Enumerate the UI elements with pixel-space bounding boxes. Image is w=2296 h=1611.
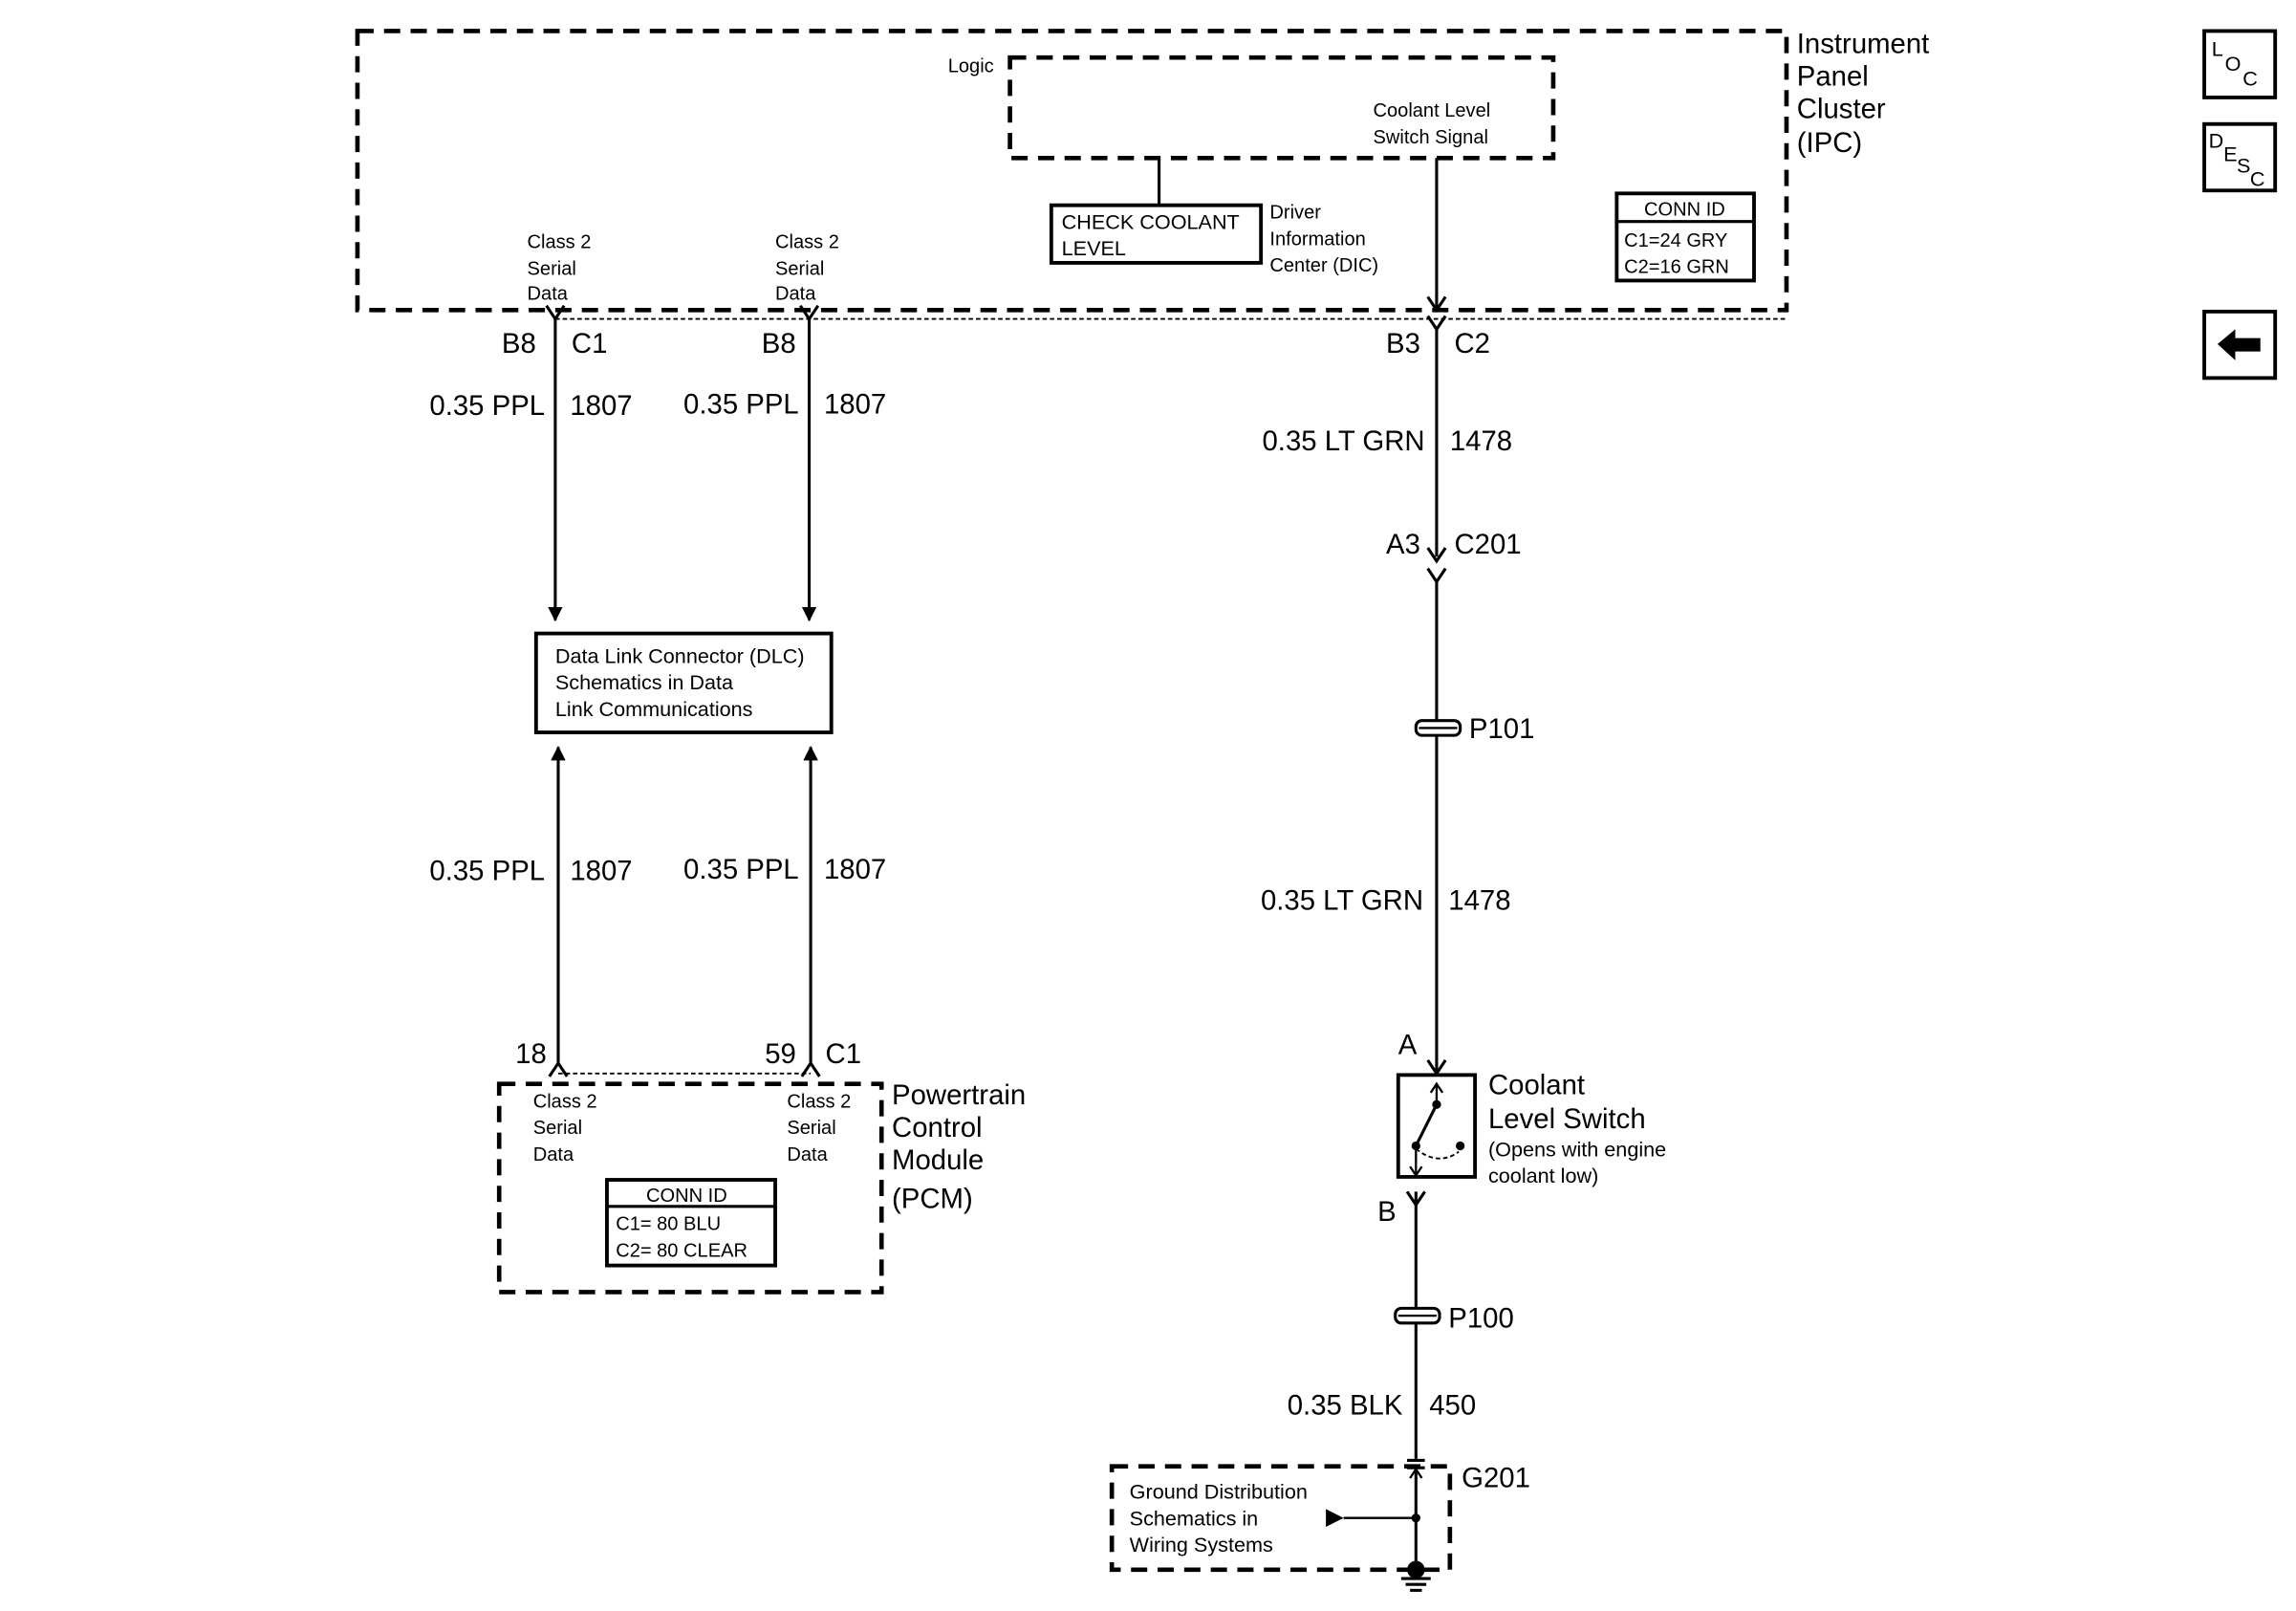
- c201-label: C201: [1454, 529, 1521, 560]
- switch-pin-a: A: [1398, 1030, 1418, 1061]
- svg-text:CONN ID: CONN ID: [1644, 199, 1725, 220]
- svg-text:L: L: [2212, 37, 2223, 61]
- splice-p100: [1394, 1306, 1441, 1325]
- svg-text:C2= 80 CLEAR: C2= 80 CLEAR: [616, 1240, 747, 1261]
- back-button[interactable]: [2202, 309, 2278, 381]
- svg-text:S: S: [2237, 154, 2250, 178]
- svg-text:D: D: [2209, 128, 2224, 152]
- ipc-pin-b8-b: B8: [762, 328, 796, 359]
- ground-g201-label: G201: [1462, 1462, 1530, 1493]
- switch-pin-b: B: [1377, 1196, 1397, 1228]
- wire-3-upper-circuit: 1478: [1450, 425, 1512, 457]
- wire-2-upper-circuit: 1807: [824, 388, 886, 420]
- pcm-module: Powertrain Control Module (PCM) Class 2 …: [496, 1079, 1033, 1295]
- coolant-switch-label: Coolant Level Switch: [1488, 1069, 1646, 1135]
- wire-1-upper-circuit: 1807: [570, 390, 632, 422]
- ipc-label: Instrument Panel Cluster (IPC): [1797, 29, 1938, 159]
- svg-text:Ground Distribution Sche: Ground Distribution Schematics in Wiring…: [1130, 1480, 1313, 1557]
- dic-label: Driver Information Center (DIC): [1269, 203, 1378, 277]
- wire-1-lower-circuit: 1807: [570, 855, 632, 886]
- svg-text:C1=24 GRY: C1=24 GRY: [1624, 230, 1727, 251]
- coolant-switch-note: (Opens with engine coolant low): [1488, 1137, 1672, 1187]
- svg-text:C: C: [2250, 167, 2265, 191]
- wire-1478: [1426, 158, 1447, 1073]
- wire-2-lower-circuit: 1807: [824, 854, 886, 885]
- ipc-serial-data-a-label: Class 2 Serial Data: [528, 231, 596, 304]
- dic-message-text: CHECK COOLANT LEVEL: [1062, 209, 1245, 260]
- wire-3-upper-gauge: 0.35 LT GRN: [1263, 425, 1425, 457]
- back-arrow-icon: [2217, 329, 2261, 360]
- ipc-pin-b3: B3: [1386, 328, 1420, 359]
- svg-text:CONN ID: CONN ID: [646, 1186, 727, 1207]
- ipc-conn-id-box: CONN ID C1=24 GRY C2=16 GRN: [1614, 191, 1756, 283]
- svg-text:E: E: [2223, 142, 2237, 165]
- splice-p101: [1414, 719, 1462, 737]
- wire-1807-right: [798, 304, 821, 1078]
- logic-label: Logic: [948, 56, 994, 77]
- wire-2-upper-gauge: 0.35 PPL: [683, 388, 799, 420]
- dlc-box[interactable]: Data Link Connector (DLC) Schematics in …: [533, 631, 834, 734]
- pcm-label: Powertrain Control Module (PCM): [892, 1079, 1033, 1214]
- wire-1807-left: [545, 304, 569, 1078]
- wire-2-lower-gauge: 0.35 PPL: [683, 854, 799, 885]
- logic-box: [1007, 54, 1556, 161]
- coolant-signal-label: Coolant Level Switch Signal: [1374, 100, 1496, 148]
- wire-450: [1405, 1190, 1426, 1459]
- wire-1-upper-gauge: 0.35 PPL: [429, 390, 545, 422]
- pcm-conn-c1: C1: [826, 1038, 861, 1070]
- svg-text:C: C: [2242, 67, 2258, 91]
- svg-text:C2=16 GRN: C2=16 GRN: [1624, 257, 1729, 278]
- coolant-level-switch: [1396, 1073, 1478, 1179]
- desc-button[interactable]: D E S C: [2202, 121, 2278, 193]
- ipc-serial-data-b-label: Class 2 Serial Data: [775, 231, 844, 304]
- ipc-pin-b8-a: B8: [502, 328, 536, 359]
- pcm-pin-59: 59: [765, 1038, 796, 1070]
- ipc-conn-c2: C2: [1454, 328, 1490, 359]
- wire-3-lower-gauge: 0.35 LT GRN: [1261, 884, 1423, 916]
- svg-text:Data Link Connector (DLC): Data Link Connector (DLC) Schematics in …: [555, 643, 811, 721]
- c201-pin-a3: A3: [1386, 529, 1420, 560]
- loc-button[interactable]: L O C: [2202, 29, 2278, 99]
- pcm-pin-18: 18: [515, 1038, 547, 1070]
- splice-p100-label: P100: [1448, 1302, 1513, 1334]
- svg-text:C1= 80 BLU: C1= 80 BLU: [616, 1214, 721, 1235]
- ipc-conn-c1: C1: [572, 328, 608, 359]
- wire-4-circuit: 450: [1429, 1390, 1476, 1422]
- wire-3-lower-circuit: 1478: [1448, 884, 1510, 916]
- ipc-module: Instrument Panel Cluster (IPC) Logic Coo…: [355, 29, 1938, 313]
- pcm-serial-data-a-label: Class 2 Serial Data: [533, 1091, 602, 1165]
- wire-4-gauge: 0.35 BLK: [1288, 1390, 1403, 1422]
- pcm-serial-data-b-label: Class 2 Serial Data: [787, 1091, 856, 1165]
- splice-p101-label: P101: [1469, 713, 1535, 745]
- wire-1-lower-gauge: 0.35 PPL: [429, 855, 545, 886]
- svg-text:O: O: [2225, 52, 2242, 76]
- ground-g201-box[interactable]: Ground Distribution Schematics in Wiring…: [1109, 1458, 1453, 1592]
- dic-message-box: [1049, 203, 1264, 265]
- pcm-conn-id-box: CONN ID C1= 80 BLU C2= 80 CLEAR: [605, 1178, 777, 1268]
